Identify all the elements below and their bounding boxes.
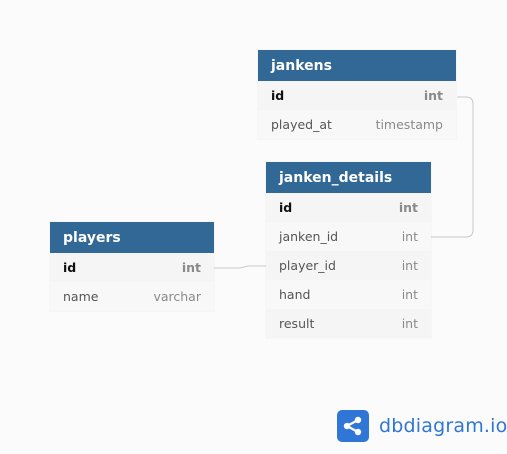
table-header-players[interactable]: players (50, 222, 214, 253)
column-row-players-name[interactable]: name varchar (50, 282, 214, 311)
column-type: int (181, 260, 201, 275)
column-name: id (271, 88, 285, 103)
column-name: played_at (271, 117, 332, 132)
column-type: int (401, 287, 418, 302)
column-name: id (63, 260, 77, 275)
table-janken-details[interactable]: janken_details id int janken_id int play… (266, 162, 431, 338)
brand-name: dbdiagram.io (379, 415, 507, 437)
column-type: int (398, 200, 418, 215)
column-row-janken-details-player-id[interactable]: player_id int (266, 251, 431, 280)
column-name: player_id (279, 258, 336, 273)
column-row-players-id[interactable]: id int (50, 253, 214, 282)
column-row-jankens-id[interactable]: id int (258, 81, 456, 110)
column-type: int (423, 88, 443, 103)
connector-player-id-to-players-id[interactable] (214, 265, 266, 269)
table-header-janken-details[interactable]: janken_details (266, 162, 431, 193)
column-name: result (279, 316, 315, 331)
column-type: timestamp (375, 117, 443, 132)
column-type: int (401, 258, 418, 273)
column-row-jankens-played-at[interactable]: played_at timestamp (258, 110, 456, 139)
column-row-janken-details-hand[interactable]: hand int (266, 280, 431, 309)
table-jankens[interactable]: jankens id int played_at timestamp (258, 50, 456, 139)
column-name: name (63, 289, 99, 304)
column-row-janken-details-janken-id[interactable]: janken_id int (266, 222, 431, 251)
column-row-janken-details-result[interactable]: result int (266, 309, 431, 338)
share-nodes-icon (337, 410, 369, 442)
table-header-jankens[interactable]: jankens (258, 50, 456, 81)
column-name: janken_id (279, 229, 339, 244)
connector-janken-id-to-jankens-id[interactable] (431, 96, 474, 238)
column-name: hand (279, 287, 311, 302)
column-type: int (401, 229, 418, 244)
column-row-janken-details-id[interactable]: id int (266, 193, 431, 222)
column-type: int (401, 316, 418, 331)
table-players[interactable]: players id int name varchar (50, 222, 214, 311)
column-name: id (279, 200, 293, 215)
column-type: varchar (153, 289, 201, 304)
brand-watermark[interactable]: dbdiagram.io (337, 410, 507, 442)
